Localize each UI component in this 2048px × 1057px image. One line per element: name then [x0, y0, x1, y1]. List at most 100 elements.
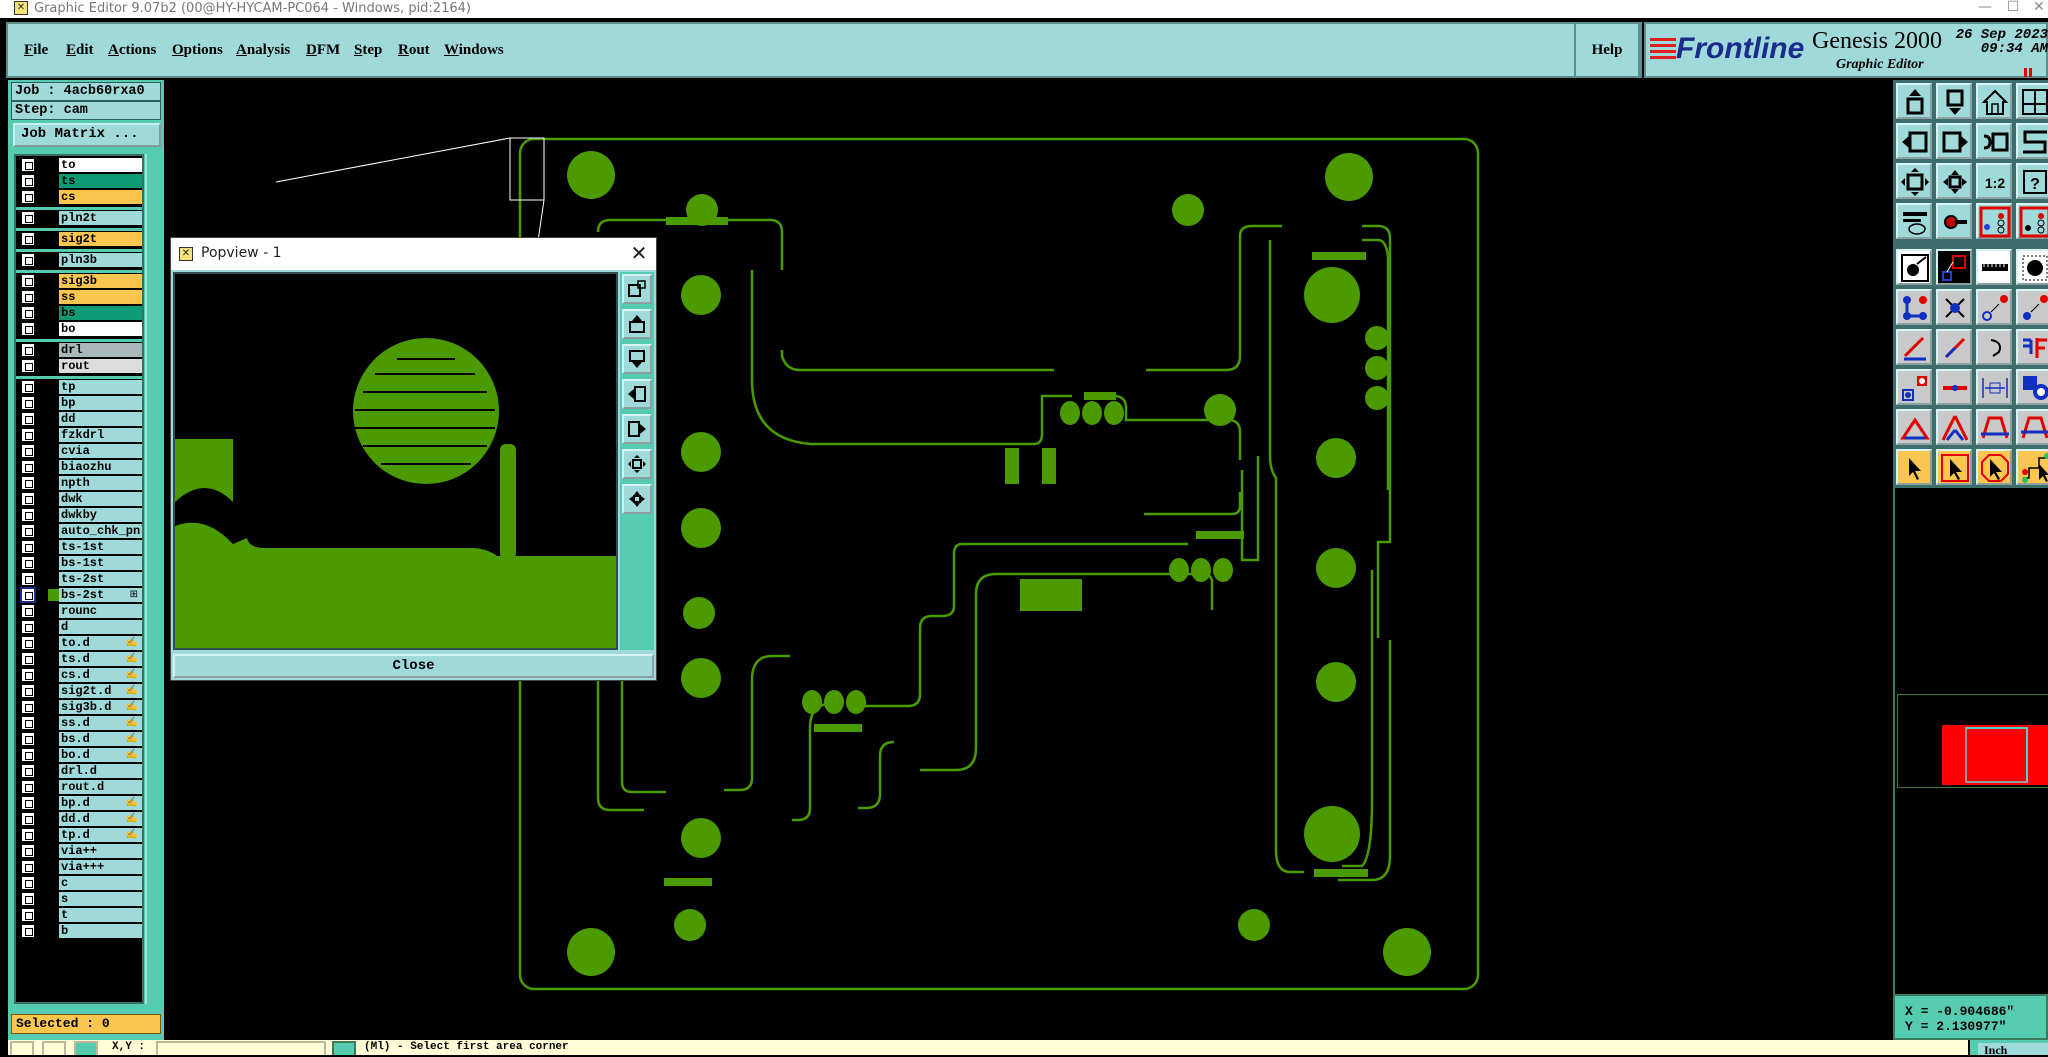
snap-icon[interactable] — [1936, 249, 1972, 285]
triangle-icon[interactable] — [1896, 409, 1932, 445]
arch3-icon[interactable] — [2016, 409, 2048, 445]
layer-checkbox[interactable] — [21, 780, 35, 794]
layer-row-auto_chk_pnl[interactable]: auto_chk_pnl — [18, 524, 144, 538]
rotate-icon[interactable] — [1976, 329, 2012, 365]
layer-row-dd[interactable]: dd — [18, 412, 144, 426]
layer-row-sig2t.d[interactable]: sig2t.d✍ — [18, 684, 144, 698]
layer-checkbox[interactable] — [21, 828, 35, 842]
select-poly-icon[interactable] — [1976, 449, 2012, 485]
layer-checkbox[interactable] — [21, 748, 35, 762]
menu-options[interactable]: Options — [172, 42, 223, 58]
layer-row-biaozhu[interactable]: biaozhu — [18, 460, 144, 474]
layer-row-rout.d[interactable]: rout.d — [18, 780, 144, 794]
zoom-out-icon[interactable] — [622, 484, 652, 514]
layer-checkbox[interactable] — [21, 158, 35, 172]
overview-viewport[interactable] — [1965, 727, 2028, 783]
layer-checkbox[interactable] — [21, 684, 35, 698]
layer-name[interactable]: via+++ — [59, 860, 142, 874]
layer-row-dwkby[interactable]: dwkby — [18, 508, 144, 522]
layer-list-scrollbar[interactable] — [145, 154, 163, 1004]
tools-icon[interactable] — [1896, 203, 1932, 239]
shape-icon[interactable] — [2016, 369, 2048, 405]
point-to-point-icon[interactable] — [1976, 289, 2012, 325]
layer-row-t[interactable]: t — [18, 908, 144, 922]
pan-right-icon[interactable] — [1936, 123, 1972, 159]
units-value[interactable]: Inch — [1978, 1043, 2048, 1057]
layer-checkbox[interactable] — [21, 274, 35, 288]
layer-row-bp.d[interactable]: bp.d✍ — [18, 796, 144, 810]
layer-row-npth[interactable]: npth — [18, 476, 144, 490]
layer-name[interactable]: cs — [59, 190, 142, 204]
layer-name[interactable]: bo.d — [59, 748, 142, 762]
ruler-icon[interactable] — [1976, 249, 2012, 285]
layer-name[interactable]: sig2t — [59, 232, 142, 246]
layer-name[interactable]: bs.d — [59, 732, 142, 746]
layer-name[interactable]: to.d — [59, 636, 142, 650]
layer-checkbox[interactable] — [21, 396, 35, 410]
layer-row-pln2t[interactable]: pln2t — [18, 211, 144, 225]
layer-checkbox[interactable] — [21, 620, 35, 634]
menu-rout[interactable]: Rout — [398, 42, 430, 58]
layer-checkbox[interactable] — [21, 572, 35, 586]
maximize-button[interactable]: ☐ — [2006, 0, 2020, 15]
mirror-icon[interactable] — [2016, 329, 2048, 365]
layer-checkbox[interactable] — [21, 428, 35, 442]
layer-checkbox[interactable] — [21, 253, 35, 267]
layer-checkbox[interactable] — [21, 844, 35, 858]
layer-checkbox[interactable] — [21, 812, 35, 826]
layer-name[interactable]: bs-2st — [59, 588, 142, 602]
popview-close-button[interactable]: Close — [173, 654, 654, 678]
zoom-in-icon[interactable] — [1896, 163, 1932, 199]
home-icon[interactable] — [1976, 83, 2012, 119]
layer-checkbox[interactable] — [21, 524, 35, 538]
layer-row-bs[interactable]: bs — [18, 306, 144, 320]
layer-name[interactable]: tp — [59, 380, 142, 394]
layer-checkbox[interactable] — [21, 359, 35, 373]
units-selector[interactable]: Inch — [1968, 1040, 2048, 1057]
layer-checkbox[interactable] — [21, 604, 35, 618]
layer-name[interactable]: ts.d — [59, 652, 142, 666]
layer-row-to[interactable]: to — [18, 158, 144, 172]
layer-checkbox[interactable] — [21, 892, 35, 906]
layer-name[interactable]: bp — [59, 396, 142, 410]
layer-name[interactable]: s — [59, 892, 142, 906]
help-icon[interactable]: ? — [2016, 163, 2048, 199]
arch2-icon[interactable] — [1976, 409, 2012, 445]
layer-row-rounc[interactable]: rounc — [18, 604, 144, 618]
layer-checkbox[interactable] — [21, 556, 35, 570]
layer-checkbox[interactable] — [21, 343, 35, 357]
layer-checkbox[interactable] — [21, 322, 35, 336]
connect-icon[interactable] — [1896, 289, 1932, 325]
layer-name[interactable]: dwk — [59, 492, 142, 506]
pause-icon[interactable] — [2024, 64, 2034, 77]
layer-checkbox[interactable] — [21, 652, 35, 666]
measure-icon[interactable] — [1896, 249, 1932, 285]
layer-checkbox[interactable] — [21, 211, 35, 225]
scale-1-2-icon[interactable]: 1:2 — [1976, 163, 2012, 199]
layer-row-bs-1st[interactable]: bs-1st — [18, 556, 144, 570]
layer-row-ts-1st[interactable]: ts-1st — [18, 540, 144, 554]
layer-checkbox[interactable] — [21, 796, 35, 810]
line-to-line-icon[interactable] — [1936, 329, 1972, 365]
arch-icon[interactable] — [1936, 409, 1972, 445]
layer-row-bp[interactable]: bp — [18, 396, 144, 410]
layer-row-fzkdrl[interactable]: fzkdrl — [18, 428, 144, 442]
layer-name[interactable]: sig2t.d — [59, 684, 142, 698]
layer-name[interactable]: t — [59, 908, 142, 922]
layer-name[interactable]: sig3b.d — [59, 700, 142, 714]
layer-row-via++[interactable]: via++ — [18, 844, 144, 858]
layer-checkbox[interactable] — [21, 492, 35, 506]
route-select-icon[interactable] — [2016, 449, 2048, 485]
pan-up-icon[interactable] — [1896, 83, 1932, 119]
close-window-button[interactable]: ✕ — [2033, 0, 2045, 15]
pad-icon[interactable] — [1936, 203, 1972, 239]
layer-row-sig2t[interactable]: sig2t — [18, 232, 144, 246]
layer-checkbox[interactable] — [21, 290, 35, 304]
layer-name[interactable]: ts-1st — [59, 540, 142, 554]
layer-row-pln3b[interactable]: pln3b — [18, 253, 144, 267]
layer-name[interactable]: drl.d — [59, 764, 142, 778]
layer-checkbox[interactable] — [20, 587, 36, 603]
pointer-icon[interactable] — [1896, 449, 1932, 485]
pan-down-icon[interactable] — [622, 344, 652, 374]
layer-checkbox[interactable] — [21, 476, 35, 490]
